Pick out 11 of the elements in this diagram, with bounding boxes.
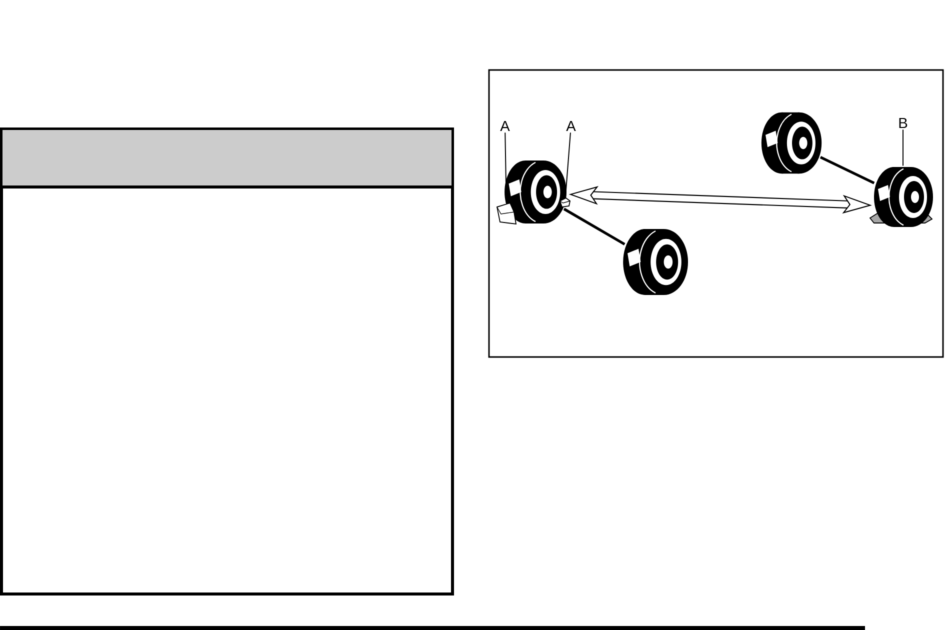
callout-letter: A xyxy=(566,120,576,132)
tire xyxy=(623,229,688,295)
axle xyxy=(820,156,875,184)
leader-line xyxy=(504,132,507,204)
axle xyxy=(563,208,626,246)
leader-line xyxy=(564,132,571,198)
callout-letter: B xyxy=(899,118,908,128)
tire xyxy=(761,112,822,174)
leader-line xyxy=(902,129,904,166)
tire xyxy=(504,160,566,224)
callout-letter: A xyxy=(500,120,510,132)
